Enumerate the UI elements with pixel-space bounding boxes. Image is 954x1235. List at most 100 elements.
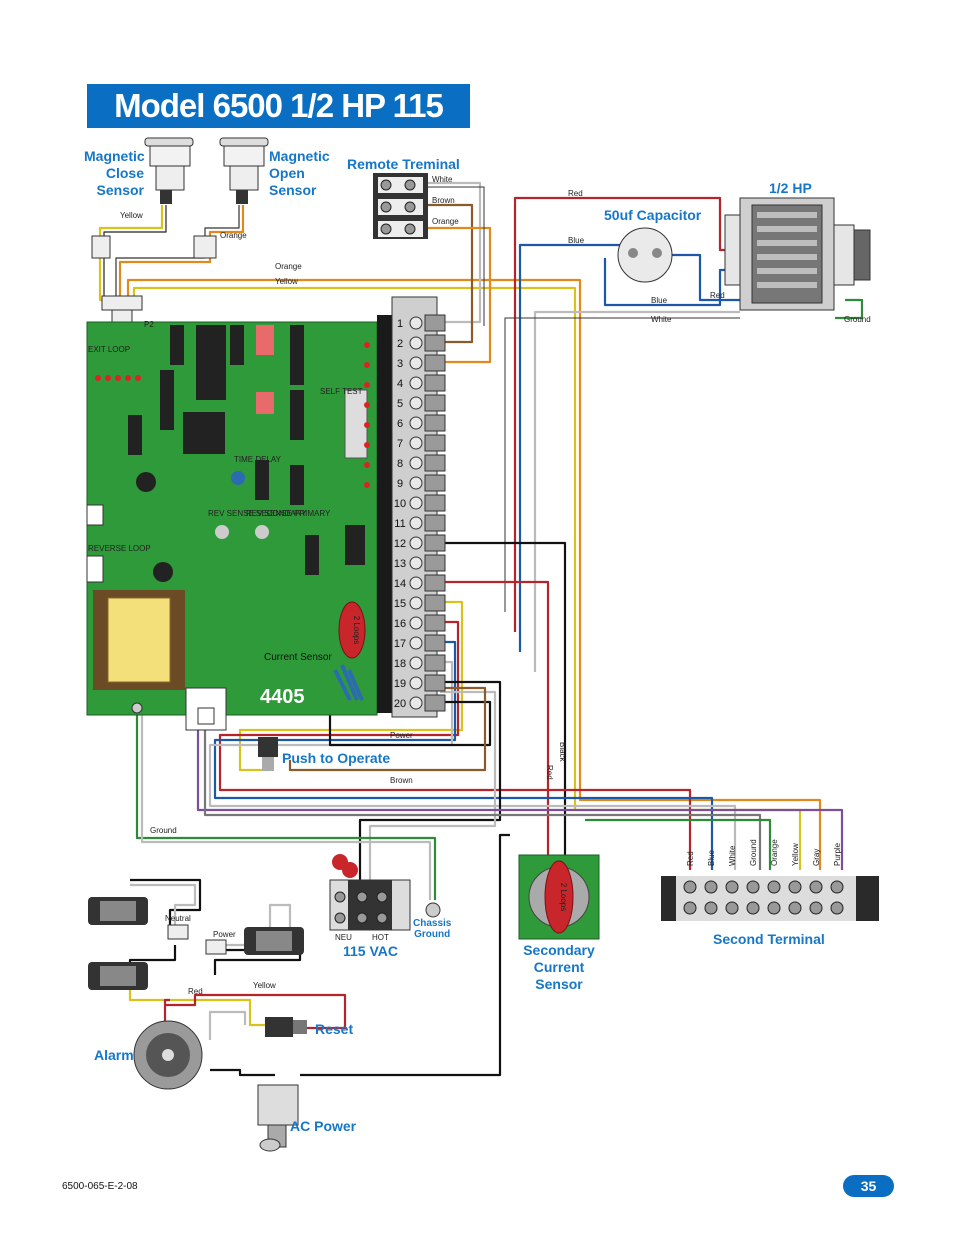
magnetic-close-sensor-label: Magnetic Close Sensor: [84, 148, 145, 198]
terminal-number: 13: [394, 558, 406, 570]
terminal-number: 7: [397, 438, 403, 450]
wire-label-blue-motor: Blue: [651, 296, 668, 305]
terminal-number: 15: [394, 598, 406, 610]
terminal-3: 3: [397, 354, 446, 372]
wire-label-white-motor: White: [651, 315, 672, 324]
terminal-12: 12: [394, 534, 446, 552]
wire-label-white-remote: White: [432, 175, 453, 184]
wire-label-red-alarm: Red: [188, 987, 203, 996]
terminal-number: 14: [394, 578, 406, 590]
control-board-4405: 2 Loops P2 EXIT LOOP REVERSE LOOP SELF T…: [86, 320, 378, 731]
reset-button: [265, 1017, 307, 1037]
terminal-10: 10: [394, 494, 446, 512]
vac-terminal-block: [329, 854, 441, 931]
wire-orange-remote: [428, 226, 492, 364]
capacitor: [617, 227, 673, 283]
screw-icon: [746, 880, 760, 894]
wire-black-secondary: [440, 541, 567, 860]
screw-icon: [830, 901, 844, 915]
second-terminal-wire-label: Blue: [707, 849, 716, 866]
terminal-14: 14: [394, 574, 446, 592]
screw-icon: [809, 901, 823, 915]
wire-brown-remote: [428, 203, 474, 344]
second-terminal-wire-label: Yellow: [791, 843, 800, 866]
wire-label-red-secondary: Red: [545, 765, 554, 780]
alarm-label: Alarm: [94, 1047, 134, 1063]
terminal-9: 9: [397, 474, 446, 492]
ac-power-switch: [257, 1084, 299, 1152]
screw-icon: [704, 880, 718, 894]
wire-red-second-terminal: [218, 620, 692, 870]
magnetic-close-sensor: [144, 137, 194, 204]
second-terminal-wire-label: Red: [686, 851, 695, 866]
hot-label: HOT: [372, 933, 389, 942]
reverse-loop-label: REVERSE LOOP: [88, 544, 151, 553]
screw-icon: [725, 901, 739, 915]
chassis-ground-label: Chassis Ground: [413, 918, 452, 940]
wire-ground: [135, 712, 437, 900]
motor-1-2hp: [724, 197, 871, 311]
secondary-two-loops-label: 2 Loops: [559, 883, 568, 911]
p2-label: P2: [144, 320, 154, 329]
screw-icon: [683, 901, 697, 915]
terminal-19: 19: [394, 674, 446, 692]
terminal-number: 6: [397, 418, 403, 430]
magnetic-open-sensor-label: Magnetic Open Sensor: [269, 148, 330, 198]
terminal-13: 13: [394, 554, 446, 572]
secondary-current-sensor-label: Secondary Current Sensor: [523, 942, 595, 992]
terminal-5: 5: [397, 394, 446, 412]
self-test-label: SELF TEST: [320, 387, 363, 396]
terminal-number: 16: [394, 618, 406, 630]
terminal-6: 6: [397, 414, 446, 432]
wire-label-orange-run: Orange: [275, 262, 302, 271]
terminal-number: 10: [394, 498, 406, 510]
push-to-operate-label: Push to Operate: [282, 750, 391, 766]
ac-power-label: AC Power: [290, 1118, 357, 1134]
wire-label-brown-remote: Brown: [432, 196, 455, 205]
magnetic-open-sensor: [219, 137, 269, 204]
wire-label-yellow-alarm: Yellow: [253, 981, 276, 990]
terminal-17: 17: [394, 634, 446, 652]
wire-label-power: Power: [390, 731, 413, 740]
terminal-4: 4: [397, 374, 446, 392]
wire-label-ground: Ground: [150, 826, 177, 835]
page-title: Model 6500 1/2 HP 115 VAC: [87, 84, 470, 168]
push-to-operate-button: [258, 737, 278, 771]
rev-sense-primary-label: REV SENSE PRIMARY: [246, 509, 331, 518]
current-sensor-label: Current Sensor: [264, 652, 332, 663]
terminal-8: 8: [397, 454, 446, 472]
terminal-number: 5: [397, 398, 403, 410]
second-terminal-wire-label: White: [728, 845, 737, 866]
wire-label-blue-capacitor: Blue: [568, 236, 585, 245]
board-model-label: 4405: [260, 686, 305, 708]
time-delay-label: TIME DELAY: [234, 455, 282, 464]
page-number: 35: [843, 1175, 894, 1197]
terminal-2: 2: [397, 334, 446, 352]
terminal-11: 11: [394, 514, 446, 532]
second-terminal-label: Second Terminal: [713, 931, 825, 947]
vac-label: 115 VAC: [343, 943, 398, 959]
wire-label-orange: Orange: [220, 231, 247, 240]
terminal-20: 20: [394, 694, 446, 712]
wire-blue-capacitor: [518, 243, 630, 652]
wire-label-power-bottom: Power: [213, 930, 236, 939]
terminal-number: 9: [397, 478, 403, 490]
wire-label-red-capacitor: Red: [568, 189, 583, 198]
wire-label-neutral: Neutral: [165, 914, 191, 923]
wire-gray: [203, 730, 762, 870]
terminal-number: 2: [397, 338, 403, 350]
second-terminal-wire-label: Orange: [770, 839, 779, 866]
wire-red-secondary: [440, 580, 550, 860]
wire-orange-run: [126, 278, 822, 870]
wire-brown-bottom: [288, 686, 487, 772]
terminal-16: 16: [394, 614, 446, 632]
rev-sense-secondary-label: REV SENSE SECONDARY: [208, 509, 307, 518]
remote-terminal-label: Remote Treminal: [347, 156, 460, 172]
breaker-switches: [88, 897, 304, 990]
terminal-1: 1: [397, 314, 446, 332]
terminal-number: 3: [397, 358, 403, 370]
screw-icon: [830, 880, 844, 894]
screw-icon: [788, 901, 802, 915]
